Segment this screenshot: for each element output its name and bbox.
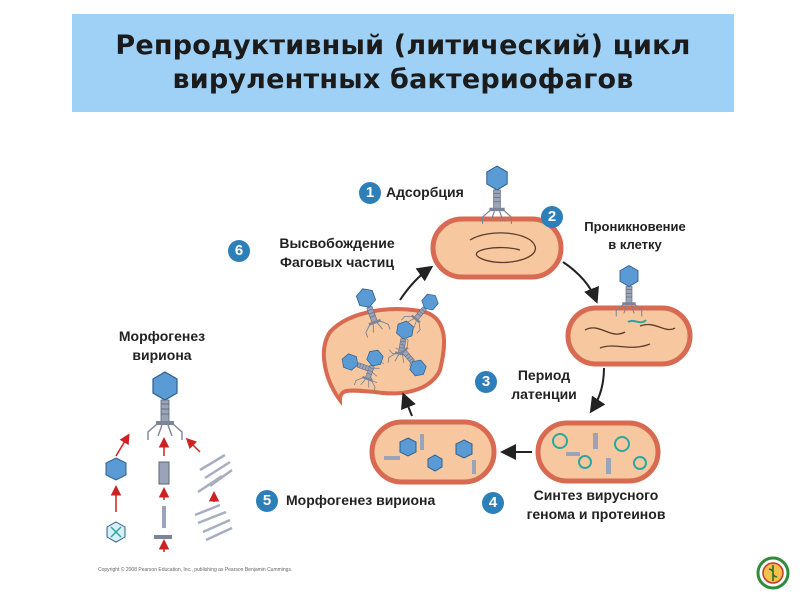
step-label-adsorption: Адсорбция xyxy=(386,184,464,200)
step-badge-3: 3 xyxy=(475,371,497,393)
cell-morphogenesis xyxy=(369,419,497,485)
step-badge-4: 4 xyxy=(482,492,504,514)
step-label-release-line1: Высвобождение xyxy=(279,235,395,251)
inset-label: Морфогенез вириона xyxy=(108,327,216,365)
step-badge-1: 1 xyxy=(359,182,381,204)
step-label-penetration-line2: в клетку xyxy=(608,237,662,252)
inset-label-line1: Морфогенез xyxy=(118,328,206,344)
inset-label-line2: вириона xyxy=(132,347,192,363)
step-label-penetration: Проникновение в клетку xyxy=(572,218,698,254)
inset-morphogenesis-panel xyxy=(105,371,233,552)
arrow-2-to-3 xyxy=(562,261,599,304)
step-label-penetration-line1: Проникновение xyxy=(584,219,686,234)
arrow-3-to-4 xyxy=(589,367,606,414)
step-label-latency-line1: Период xyxy=(517,367,571,383)
step-label-synthesis: Синтез вирусного генома и протеинов xyxy=(507,486,685,524)
cell-adsorption xyxy=(430,165,564,280)
step-label-latency-line2: латенции xyxy=(511,386,577,402)
step-badge-2: 2 xyxy=(541,206,563,228)
step-label-morphogenesis: Морфогенез вириона xyxy=(286,492,436,508)
medical-emblem-icon xyxy=(756,556,790,590)
arrow-5-to-6 xyxy=(401,392,416,417)
phage-icon xyxy=(481,165,513,225)
step-label-release-line2: Фаговых частиц xyxy=(280,254,394,270)
phage-icon xyxy=(147,371,183,441)
cell-release xyxy=(321,284,447,406)
title-line-1: Репродуктивный (литический) цикл xyxy=(115,30,691,61)
title-line-2: вирулентных бактериофагов xyxy=(172,64,634,95)
title-banner: Репродуктивный (литический) цикл вирулен… xyxy=(72,14,734,112)
copyright-notice: Copyright © 2008 Pearson Education, Inc.… xyxy=(98,567,293,573)
cell-synthesis xyxy=(535,420,661,484)
cell-penetration xyxy=(565,264,693,367)
step-label-latency: Период латенции xyxy=(500,366,588,404)
step-label-synthesis-line1: Синтез вирусного xyxy=(533,487,659,503)
arrow-6-to-1 xyxy=(399,265,434,301)
step-badge-6: 6 xyxy=(228,240,250,262)
step-badge-5: 5 xyxy=(256,490,278,512)
step-label-release: Высвобождение Фаговых частиц xyxy=(258,234,416,272)
step-label-synthesis-line2: генома и протеинов xyxy=(526,506,666,522)
